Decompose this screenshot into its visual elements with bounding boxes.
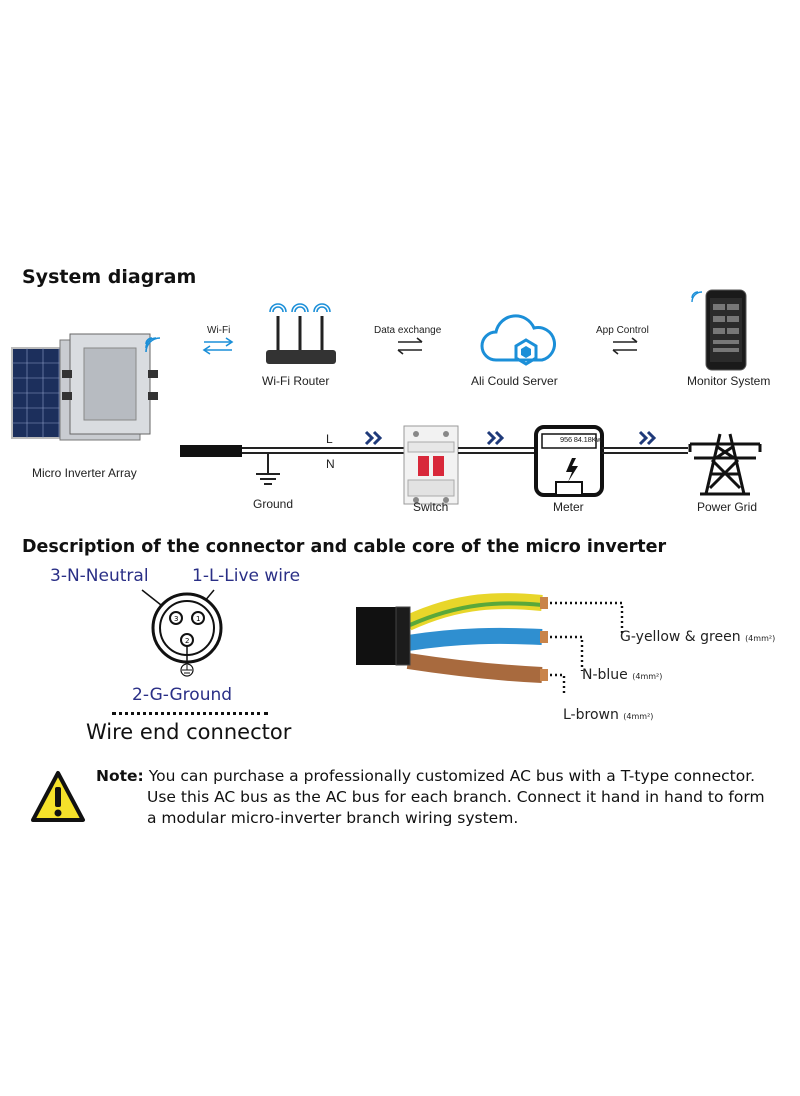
wire-end-connector-label: Wire end connector (86, 720, 292, 744)
g-wire-size: (4mm²) (745, 634, 776, 643)
monitor-label: Monitor System (687, 374, 771, 388)
live-pin-label: 1-L-Live wire (192, 566, 301, 586)
cloud-server-icon (480, 314, 556, 366)
cable-core-illustration (356, 593, 624, 695)
g-wire-name: G-yellow & green (620, 629, 741, 645)
g-wire-label: G-yellow & green (4mm²) (620, 629, 775, 645)
meter-label: Meter (553, 500, 584, 514)
l-wire-size: (4mm²) (623, 712, 654, 721)
dotted-divider (112, 712, 268, 715)
note-line-1: Note: You can purchase a professionally … (96, 766, 786, 787)
note-block: Note: You can purchase a professionally … (96, 766, 786, 829)
meter-reading: 956 84.18Kw (560, 435, 602, 444)
grid-label: Power Grid (697, 500, 758, 514)
switch-label: Switch (413, 500, 449, 514)
n-wire-label: N-blue (4mm²) (582, 667, 662, 683)
flow-arrow-icon (364, 430, 383, 446)
flow-arrow-icon (638, 430, 657, 446)
system-diagram-title: System diagram (22, 266, 197, 288)
ground-label: Ground (253, 497, 294, 511)
power-grid-tower-icon (688, 433, 762, 496)
router-label: Wi-Fi Router (262, 374, 330, 388)
ground-pin-label: 2-G-Ground (132, 685, 233, 705)
wifi-signal-icon (145, 337, 161, 353)
connector-section-title: Description of the connector and cable c… (22, 537, 667, 557)
svg-text:2: 2 (185, 637, 189, 645)
note-text-1: You can purchase a professionally custom… (148, 767, 756, 785)
micro-inverter-array-illustration (11, 333, 161, 441)
wifi-label: Wi-Fi (207, 325, 231, 336)
n-wire-name: N-blue (582, 667, 628, 683)
wire-end-connector-icon: 3 1 2 (141, 589, 223, 677)
brown-wire (406, 653, 543, 683)
power-line-diagram (180, 425, 762, 505)
l-line-label: L (326, 432, 333, 446)
yellow-green-wire (404, 593, 543, 631)
data-exchange-arrows-icon (397, 337, 423, 355)
note-line-3: a modular micro-inverter branch wiring s… (147, 809, 519, 827)
l-wire-label: L-brown (4mm²) (563, 707, 653, 723)
blue-wire (406, 627, 543, 651)
note-line-2: Use this AC bus as the AC bus for each b… (147, 788, 765, 806)
neutral-pin-label: 3-N-Neutral (50, 566, 149, 586)
micro-inverter-label: Micro Inverter Array (32, 466, 137, 480)
svg-text:1: 1 (196, 615, 200, 623)
wifi-router-icon (266, 303, 336, 364)
energy-meter-icon (534, 425, 604, 497)
ac-cable-icon (180, 445, 242, 457)
ground-symbol-icon (256, 453, 280, 485)
inverter-unit-icon (59, 333, 158, 441)
note-prefix: Note: (96, 767, 144, 785)
svg-text:3: 3 (174, 615, 178, 623)
monitor-phone-icon (691, 289, 747, 371)
n-line-label: N (326, 457, 335, 471)
n-wire-size: (4mm²) (632, 672, 663, 681)
wifi-exchange-arrows-icon (202, 337, 234, 355)
app-control-label: App Control (596, 325, 649, 336)
warning-icon (31, 771, 85, 822)
flow-arrow-icon (486, 430, 505, 446)
data-exchange-label: Data exchange (374, 325, 442, 336)
server-label: Ali Could Server (471, 374, 558, 388)
l-wire-name: L-brown (563, 707, 619, 723)
circuit-breaker-icon (403, 425, 459, 505)
app-control-arrows-icon (612, 337, 638, 355)
